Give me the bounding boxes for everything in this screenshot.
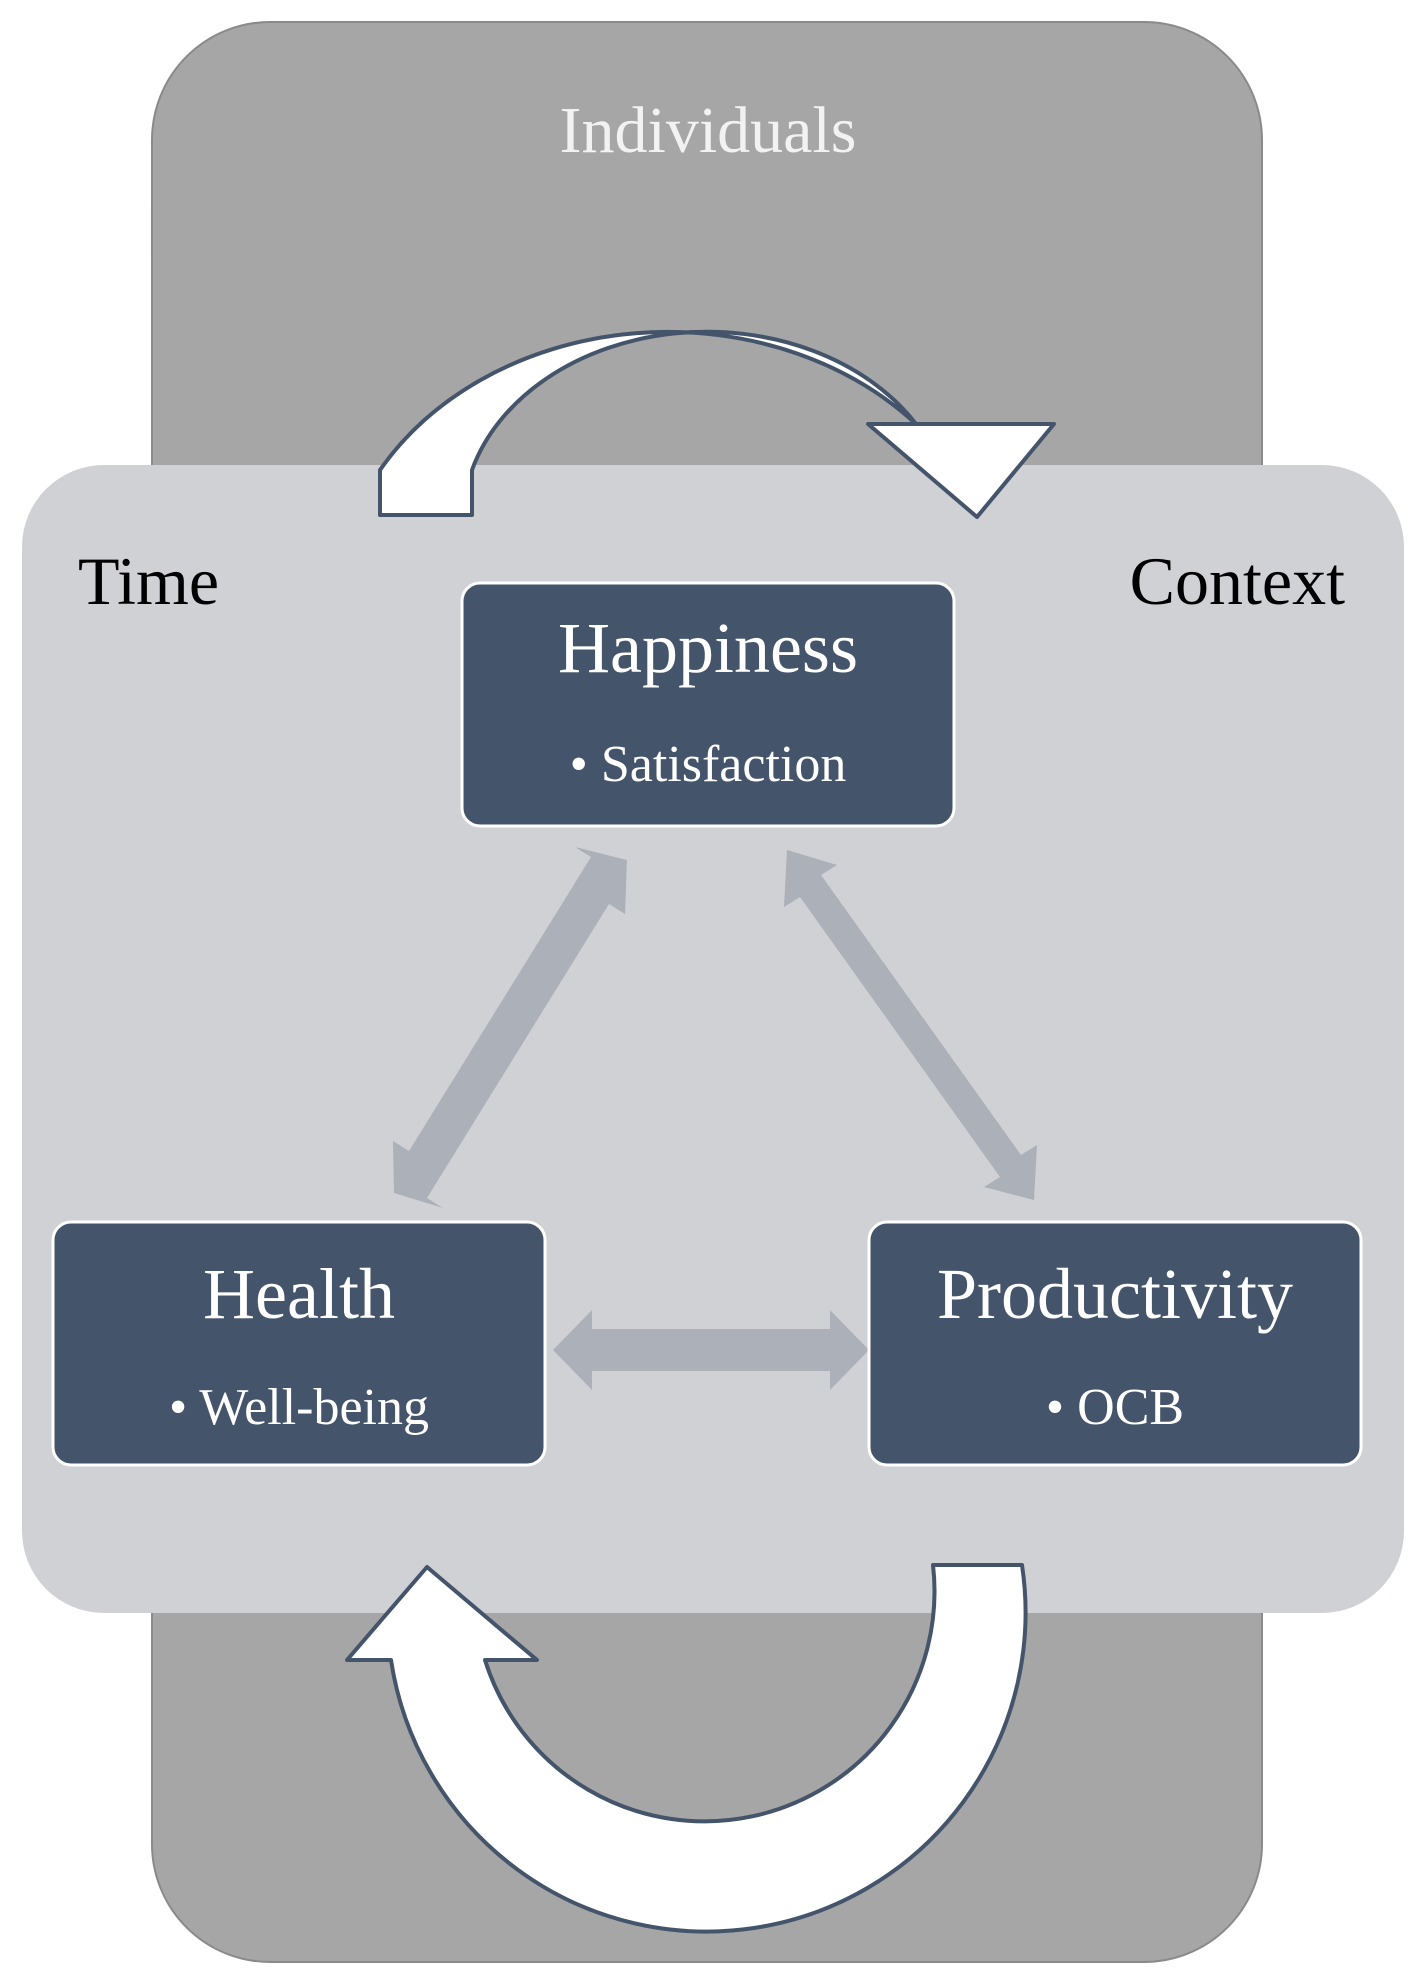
node-productivity-box — [867, 1220, 1363, 1467]
node-health-bullet-text: Well-being — [199, 1379, 429, 1436]
node-happiness-title: Happiness — [558, 608, 858, 688]
cycle-arrow-bottom — [345, 1563, 1028, 1934]
time-label: Time — [78, 543, 219, 619]
link-arrow-happiness-health — [393, 847, 627, 1208]
link-arrow-happiness-productivity — [784, 850, 1037, 1200]
bullet-dot: • — [169, 1379, 187, 1436]
node-productivity-title: Productivity — [937, 1254, 1293, 1334]
link-arrow-health-productivity — [553, 1310, 869, 1390]
node-health-title: Health — [203, 1254, 395, 1334]
node-productivity-bullet: • OCB — [1046, 1379, 1184, 1436]
node-happiness-box — [460, 581, 956, 828]
cycle-arrow-top — [378, 329, 1056, 519]
node-productivity-bullet-text: OCB — [1077, 1379, 1184, 1436]
node-health-bullet: • Well-being — [169, 1379, 429, 1436]
individuals-label: Individuals — [560, 94, 857, 167]
node-productivity: Productivity • OCB — [867, 1220, 1363, 1467]
node-happiness-bullet: • Satisfaction — [570, 736, 847, 793]
node-happiness: Happiness • Satisfaction — [460, 581, 956, 828]
bullet-dot: • — [1046, 1379, 1064, 1436]
node-happiness-bullet-text: Satisfaction — [601, 736, 847, 793]
node-health-box — [51, 1220, 547, 1467]
context-label: Context — [1130, 543, 1345, 619]
node-health: Health • Well-being — [51, 1220, 547, 1467]
bullet-dot: • — [570, 736, 588, 793]
